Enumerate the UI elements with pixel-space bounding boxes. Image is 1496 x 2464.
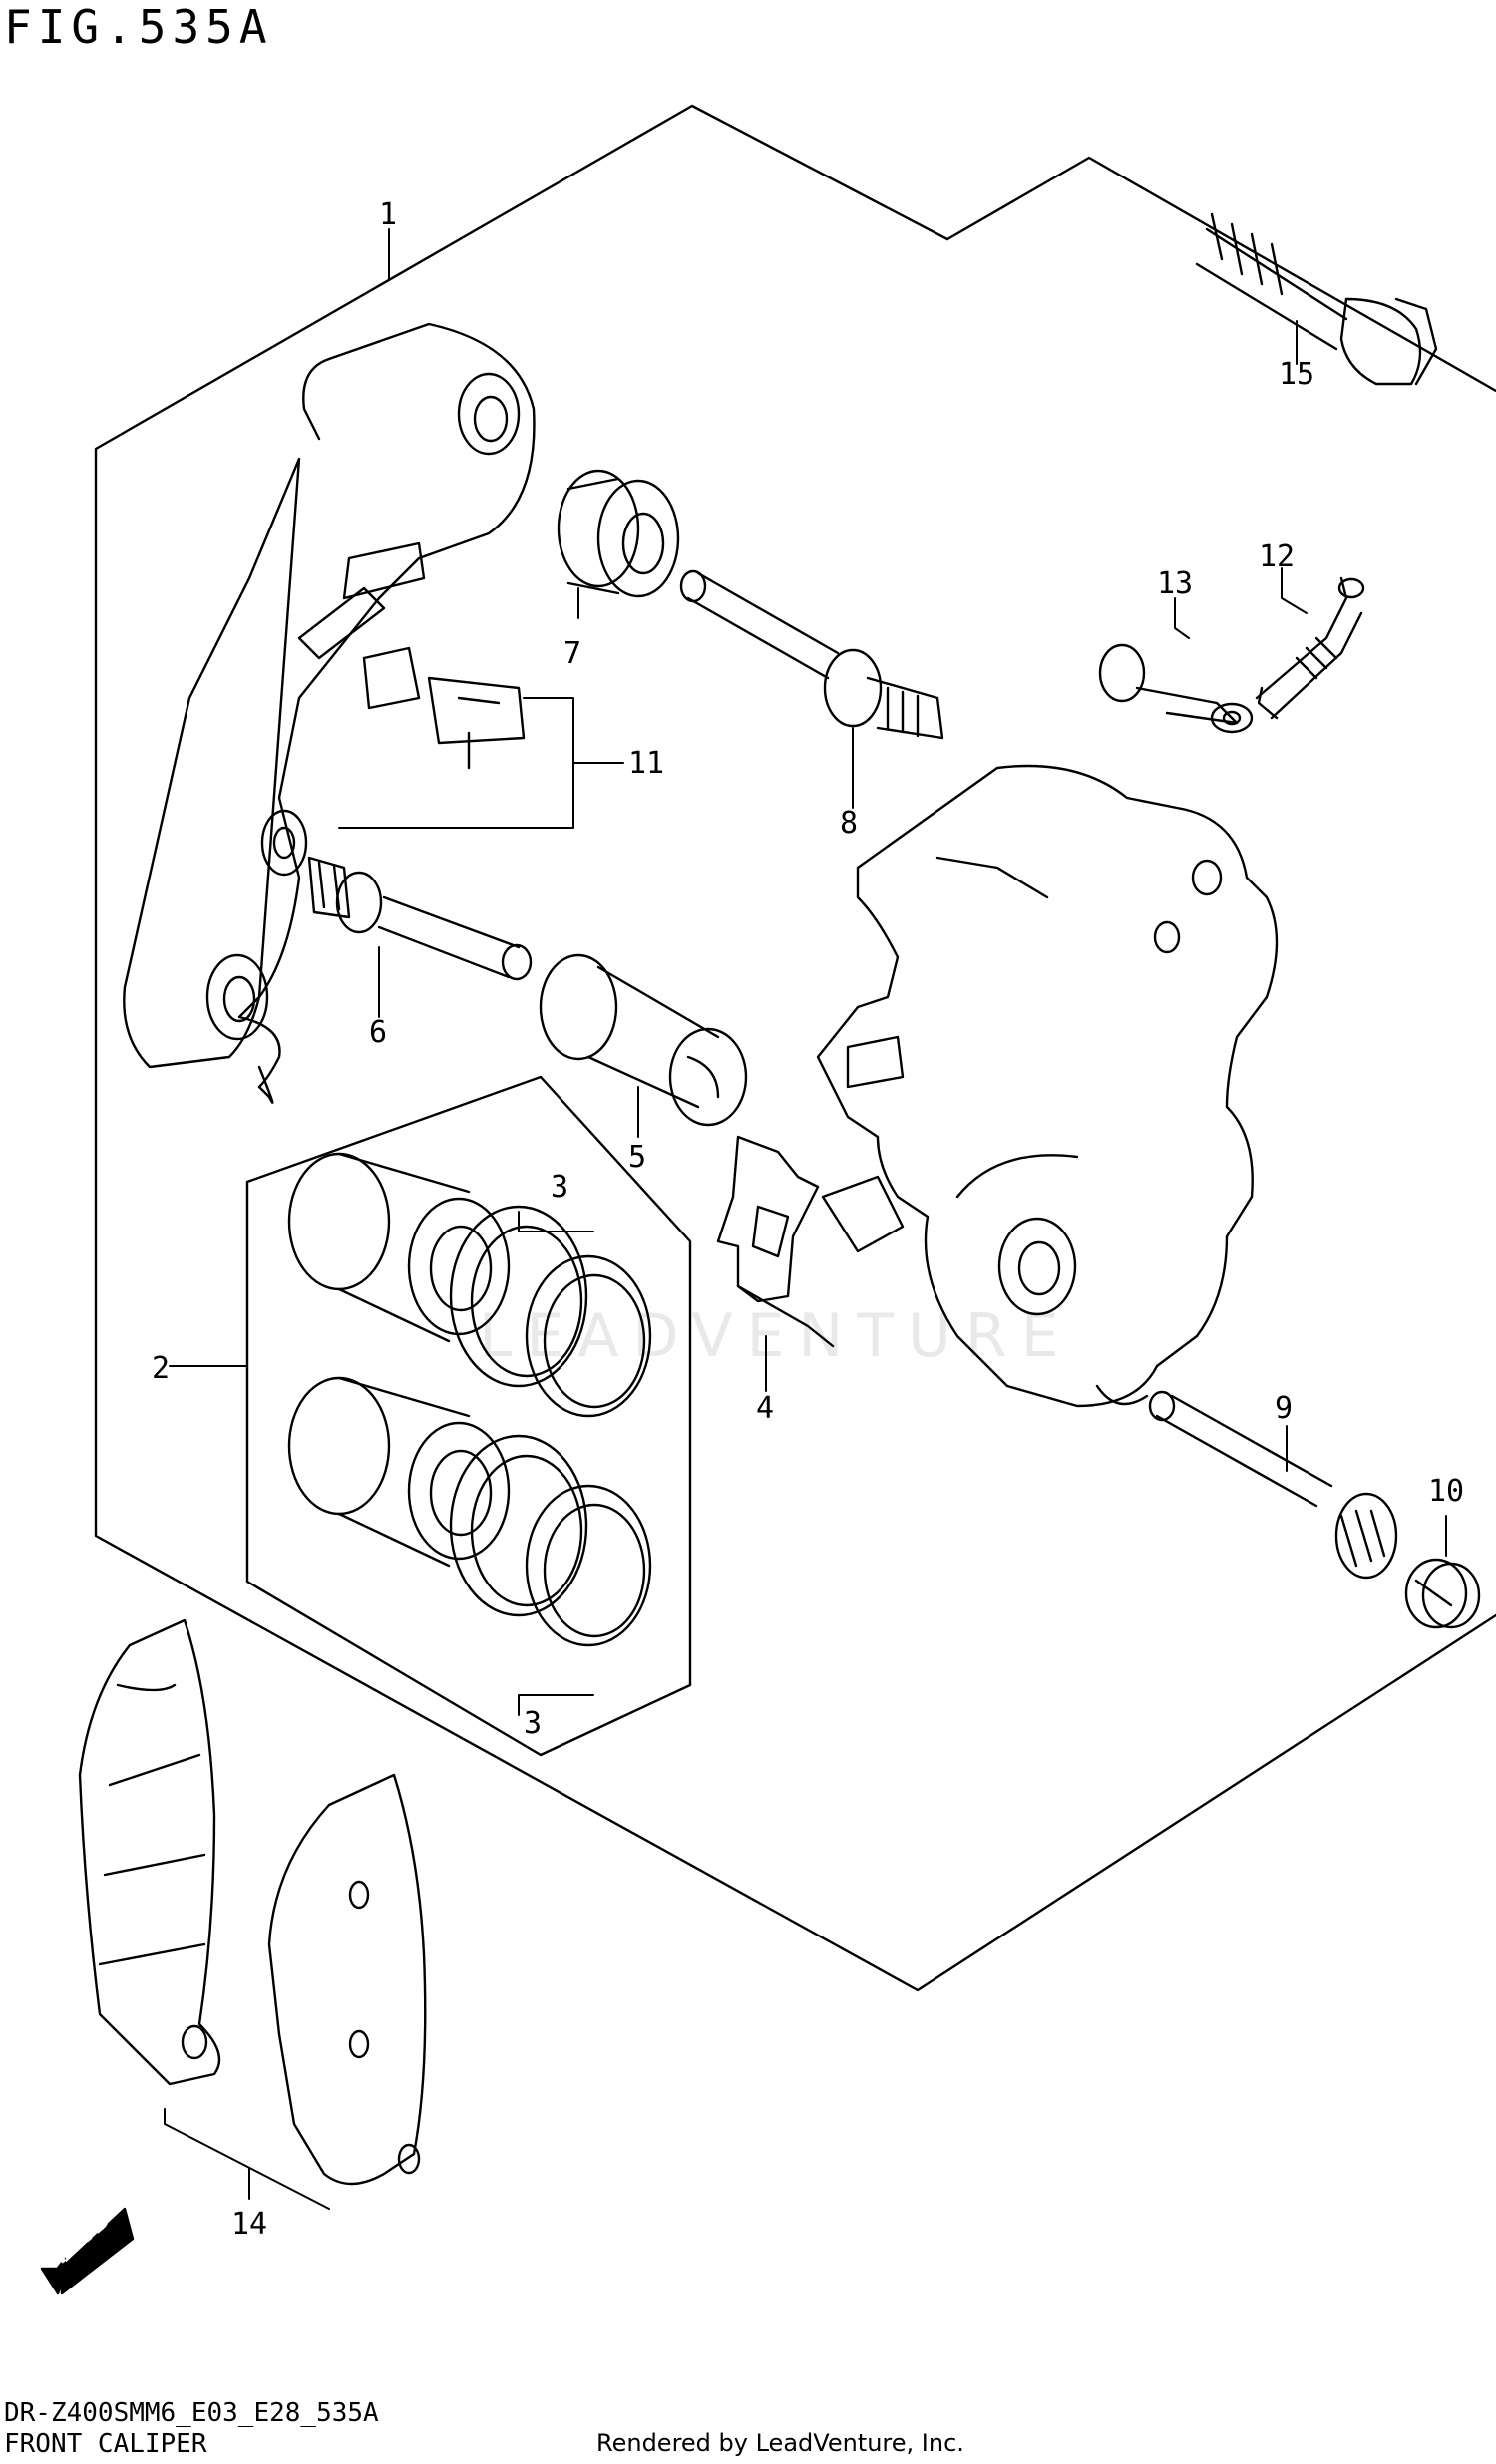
piston-lower xyxy=(287,1376,511,1568)
piston-upper xyxy=(287,1152,511,1343)
brake-pad-right xyxy=(267,1773,427,2186)
rendered-by-credit: Rendered by LeadVenture, Inc. xyxy=(596,2429,964,2457)
pad-pin xyxy=(1148,1390,1398,1580)
callout-15: 15 xyxy=(1279,357,1314,392)
callout-14: 14 xyxy=(231,2207,267,2242)
callout-12: 12 xyxy=(1259,539,1295,574)
model-code: DR-Z400SMM6_E03_E28_535A xyxy=(4,2398,379,2428)
leader-lines xyxy=(164,228,1447,2210)
callout-7: 7 xyxy=(563,636,581,671)
piston-seal-lower xyxy=(449,1434,652,1647)
callout-2: 2 xyxy=(152,1351,170,1386)
piston-group-box xyxy=(245,1075,692,1757)
section-name: FRONT CALIPER xyxy=(4,2429,207,2459)
callout-13: 13 xyxy=(1157,566,1193,601)
callout-1: 1 xyxy=(379,197,397,232)
callout-3-upper: 3 xyxy=(551,1170,568,1205)
bleeder-cap xyxy=(1098,643,1254,734)
caliper-body xyxy=(816,764,1279,1408)
assembly-boundary xyxy=(94,104,1496,1992)
pin-plug xyxy=(1404,1558,1481,1629)
figure-title: FIG.535A xyxy=(4,0,273,54)
callout-9: 9 xyxy=(1275,1391,1293,1426)
callout-10: 10 xyxy=(1428,1474,1464,1509)
slide-pin-lower xyxy=(307,856,533,981)
brake-pad-left xyxy=(78,1618,221,2086)
callout-11: 11 xyxy=(628,746,664,781)
bleeder-screw xyxy=(1255,576,1365,720)
pad-spring-clip xyxy=(362,646,526,770)
caliper-bracket xyxy=(123,322,536,1104)
callout-3-lower: 3 xyxy=(524,1706,542,1741)
pin-boot xyxy=(539,953,748,1127)
slide-pin-upper xyxy=(679,569,944,740)
callout-labels: 1 2 3 3 4 5 6 7 8 9 10 11 12 13 14 15 xyxy=(152,197,1464,2242)
pad-spring xyxy=(716,1135,835,1348)
callout-5: 5 xyxy=(628,1140,646,1175)
rubber-boot xyxy=(557,469,680,598)
piston-seal-upper xyxy=(449,1205,652,1418)
parts-diagram: 1 2 3 3 4 5 6 7 8 9 10 11 12 13 14 15 FW… xyxy=(40,104,1496,2295)
callout-8: 8 xyxy=(840,806,858,841)
callout-6: 6 xyxy=(369,1015,387,1050)
mounting-bolt xyxy=(1195,212,1438,386)
fwd-arrow: FWD xyxy=(40,2204,135,2295)
callout-4: 4 xyxy=(756,1391,774,1426)
